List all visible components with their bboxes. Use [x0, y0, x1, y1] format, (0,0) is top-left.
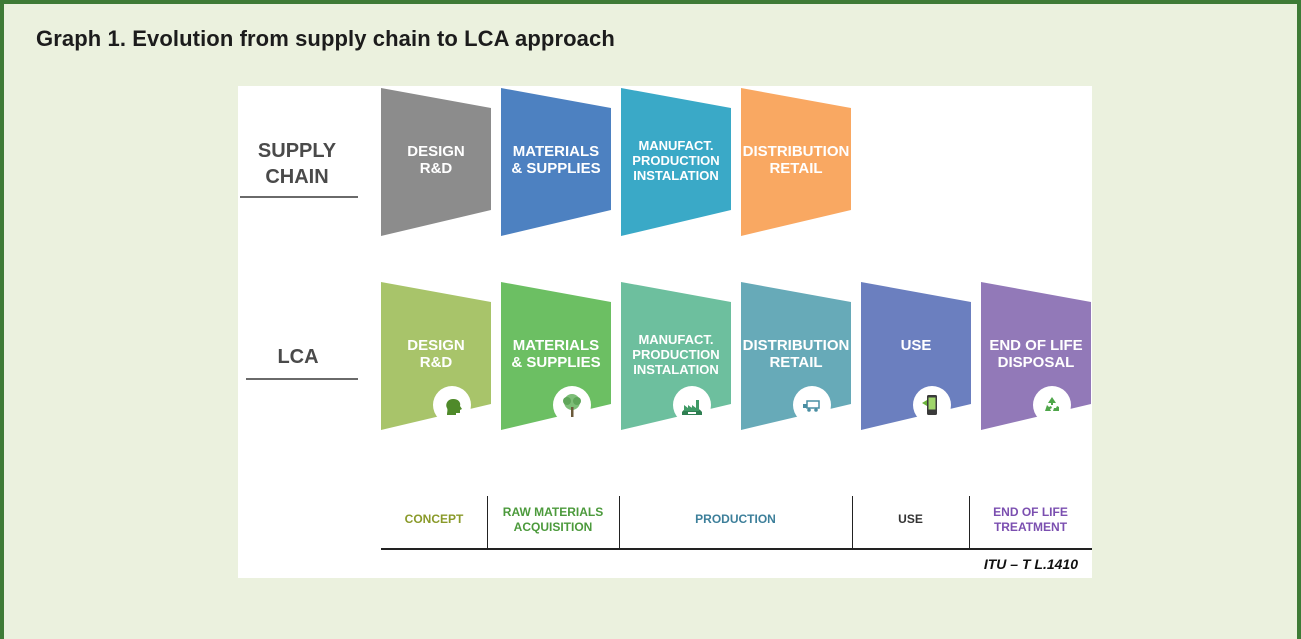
supply-chain-stage: DESIGN R&D: [381, 88, 503, 240]
supply-chain-stage-shape: [381, 88, 491, 236]
lca-stage-label: END OF LIFE DISPOSAL: [989, 337, 1083, 371]
supply-chain-stage-label: MATERIALS & SUPPLIES: [511, 143, 601, 177]
tree-icon-badge: [553, 386, 591, 424]
phase-label: USE: [898, 512, 923, 526]
lca-stage-label: MATERIALS & SUPPLIES: [511, 337, 601, 371]
supply-chain-stage-label: MANUFACT. PRODUCTION INSTALATION: [632, 138, 720, 183]
lca-stage: USE: [861, 282, 983, 434]
head-icon-badge: [433, 386, 471, 424]
truck-icon-badge: [793, 386, 831, 424]
lca-stage-label: DISTRIBUTION RETAIL: [742, 337, 850, 371]
supply-chain-stage-block: [741, 88, 851, 236]
lca-stage: DESIGN R&D: [381, 282, 503, 434]
recycle-icon-badge: [1033, 386, 1071, 424]
truck-icon: [803, 400, 820, 412]
supply-chain-stage-shape: [621, 88, 731, 236]
tree-icon: [563, 394, 581, 417]
supply-chain-stage: MATERIALS & SUPPLIES: [501, 88, 623, 240]
lca-row-underline: [246, 378, 358, 380]
supply-chain-stage-shape: [501, 88, 611, 236]
supply-chain-stage: DISTRIBUTION RETAIL: [741, 88, 863, 240]
lca-stage-label: DESIGN R&D: [407, 337, 465, 371]
phase-divider: [619, 496, 620, 548]
phase-label: CONCEPT: [404, 512, 464, 526]
phase-label: END OF LIFE TREATMENT: [993, 504, 1068, 534]
factory-icon-badge: [673, 386, 711, 424]
supply-chain-stage-block: [501, 88, 611, 236]
lca-figure: SUPPLY CHAIN LCA DESIGN R&D MATERIALS & S…: [238, 86, 1092, 578]
phase-divider: [487, 496, 488, 548]
phase-baseline: [381, 548, 1092, 550]
lca-stage: MANUFACT. PRODUCTION INSTALATION: [621, 282, 743, 434]
supply-chain-stage-block: [381, 88, 491, 236]
graph-caption: Graph 1. Evolution from supply chain to …: [36, 26, 615, 51]
supply-chain-stage-block: [621, 88, 731, 236]
supply-chain-row-underline: [240, 196, 358, 198]
source-citation: ITU – T L.1410: [983, 556, 1078, 572]
lca-stage-label: USE: [900, 337, 932, 354]
phone-icon: [922, 395, 937, 415]
supply-chain-stage: MANUFACT. PRODUCTION INSTALATION: [621, 88, 743, 240]
phase-label: PRODUCTION: [695, 512, 776, 526]
supply-chain-stage-label: DISTRIBUTION RETAIL: [742, 143, 850, 177]
supply-chain-stage-label: DESIGN R&D: [407, 143, 465, 177]
lca-stage: DISTRIBUTION RETAIL: [741, 282, 863, 434]
phase-label: RAW MATERIALS ACQUISITION: [502, 504, 604, 534]
lca-row-label: LCA: [277, 346, 319, 368]
phase-divider: [852, 496, 853, 548]
supply-chain-stage-shape: [741, 88, 851, 236]
phone-icon-badge: [913, 386, 951, 424]
lifecycle-phases: CONCEPT RAW MATERIALS ACQUISITION PRODUCTI…: [381, 491, 1092, 550]
factory-icon: [682, 400, 702, 415]
recycle-icon: [1045, 397, 1059, 411]
lca-stage: END OF LIFE DISPOSAL: [981, 282, 1103, 434]
lca-stage: MATERIALS & SUPPLIES: [501, 282, 623, 434]
head-icon: [446, 399, 462, 415]
lca-stage-label: MANUFACT. PRODUCTION INSTALATION: [632, 332, 720, 377]
supply-chain-row-label: SUPPLY CHAIN: [257, 140, 337, 188]
phase-divider: [969, 496, 970, 548]
